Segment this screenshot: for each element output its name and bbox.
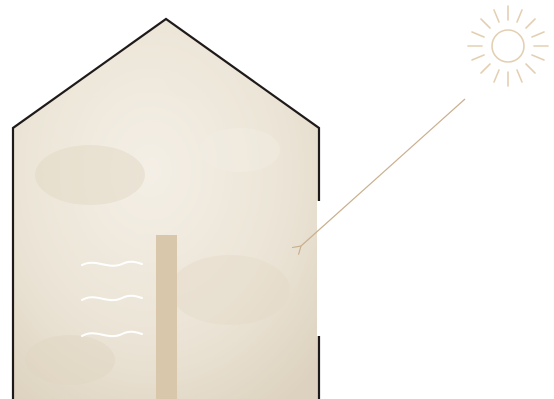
wall-texture	[25, 60, 290, 385]
thermal-mass-wall	[156, 235, 177, 399]
house	[11, 17, 322, 399]
sun-icon	[467, 5, 549, 87]
house-body	[13, 19, 319, 399]
heat-waves-icon	[81, 260, 143, 338]
window-glazing	[317, 201, 322, 336]
house-outline	[11, 17, 321, 399]
sun-ray-arrow-icon	[301, 98, 466, 246]
